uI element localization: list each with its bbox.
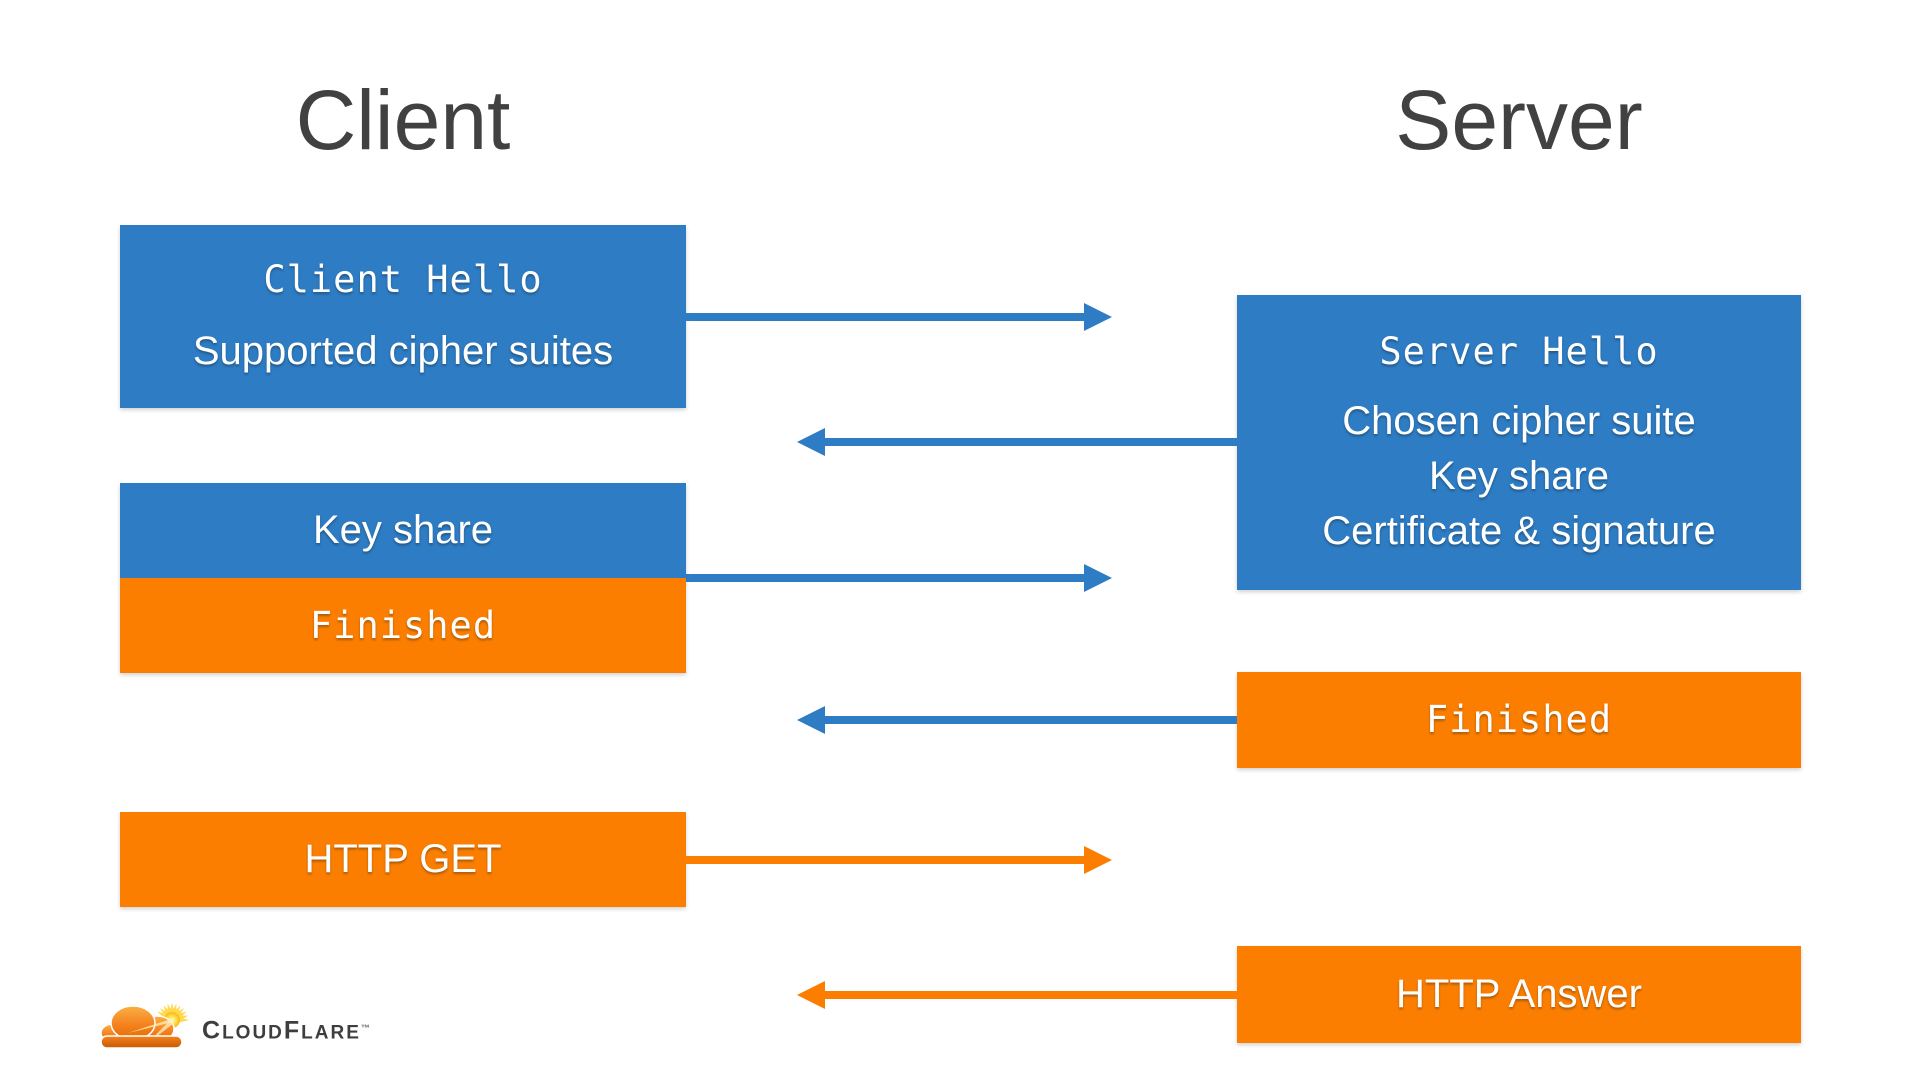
http-get-box: HTTP GET (120, 812, 686, 907)
server-finished-arrow (797, 706, 1237, 734)
http-get-arrow (686, 846, 1112, 874)
key-share-label: Key share (312, 508, 494, 552)
arrow-shaft (686, 313, 1086, 321)
arrow-head-left-icon (797, 428, 825, 456)
arrow-shaft (686, 856, 1086, 864)
key-share-finished-arrow (686, 564, 1112, 592)
client-finished-half: Finished (120, 578, 686, 673)
arrow-head-right-icon (1084, 846, 1112, 874)
cloudflare-cloud-icon (100, 1003, 189, 1049)
client-hello-arrow (686, 303, 1112, 331)
wordmark-c: C (202, 1016, 223, 1045)
http-answer-arrow (797, 981, 1237, 1009)
http-get-label: HTTP GET (304, 837, 502, 881)
client-finished-label: Finished (309, 603, 497, 647)
server-column-title: Server (1395, 73, 1643, 167)
client-hello-box: Client Hello Supported cipher suites (120, 225, 686, 408)
server-hello-detail-certificate: Certificate & signature (1322, 509, 1716, 553)
server-hello-title: Server Hello (1379, 330, 1659, 373)
client-column-title: Client (295, 73, 511, 167)
client-hello-title: Client Hello (263, 258, 543, 301)
server-hello-box: Server Hello Chosen cipher suite Key sha… (1237, 295, 1801, 590)
server-hello-detail-cipher: Chosen cipher suite (1342, 399, 1696, 443)
http-answer-label: HTTP Answer (1396, 972, 1642, 1016)
wordmark-loud: LOUD (222, 1022, 284, 1044)
arrow-shaft (823, 991, 1237, 999)
cloudflare-logo: CLOUDFLARE™ (98, 1000, 370, 1052)
cloud-shape (100, 1005, 183, 1049)
arrow-shaft (823, 716, 1237, 724)
key-share-half: Key share (120, 483, 686, 578)
sun-rays (155, 1003, 189, 1028)
client-hello-detail: Supported cipher suites (192, 329, 614, 373)
arrow-head-left-icon (797, 981, 825, 1009)
server-hello-detail-keyshare: Key share (1428, 454, 1610, 498)
wordmark-f: F (283, 1016, 302, 1045)
server-finished-box: Finished (1237, 672, 1801, 768)
trademark-mark: ™ (360, 1023, 370, 1034)
server-finished-label: Finished (1425, 698, 1613, 741)
arrow-head-right-icon (1084, 564, 1112, 592)
server-hello-arrow (797, 428, 1237, 456)
cloudflare-wordmark: CLOUDFLARE™ (202, 1016, 370, 1045)
arrow-shaft (823, 438, 1237, 446)
key-share-finished-box: Key share Finished (120, 483, 686, 673)
arrow-head-right-icon (1084, 303, 1112, 331)
arrow-shaft (686, 574, 1086, 582)
arrow-head-left-icon (797, 706, 825, 734)
wordmark-lare: LARE (301, 1022, 361, 1044)
http-answer-box: HTTP Answer (1237, 946, 1801, 1043)
